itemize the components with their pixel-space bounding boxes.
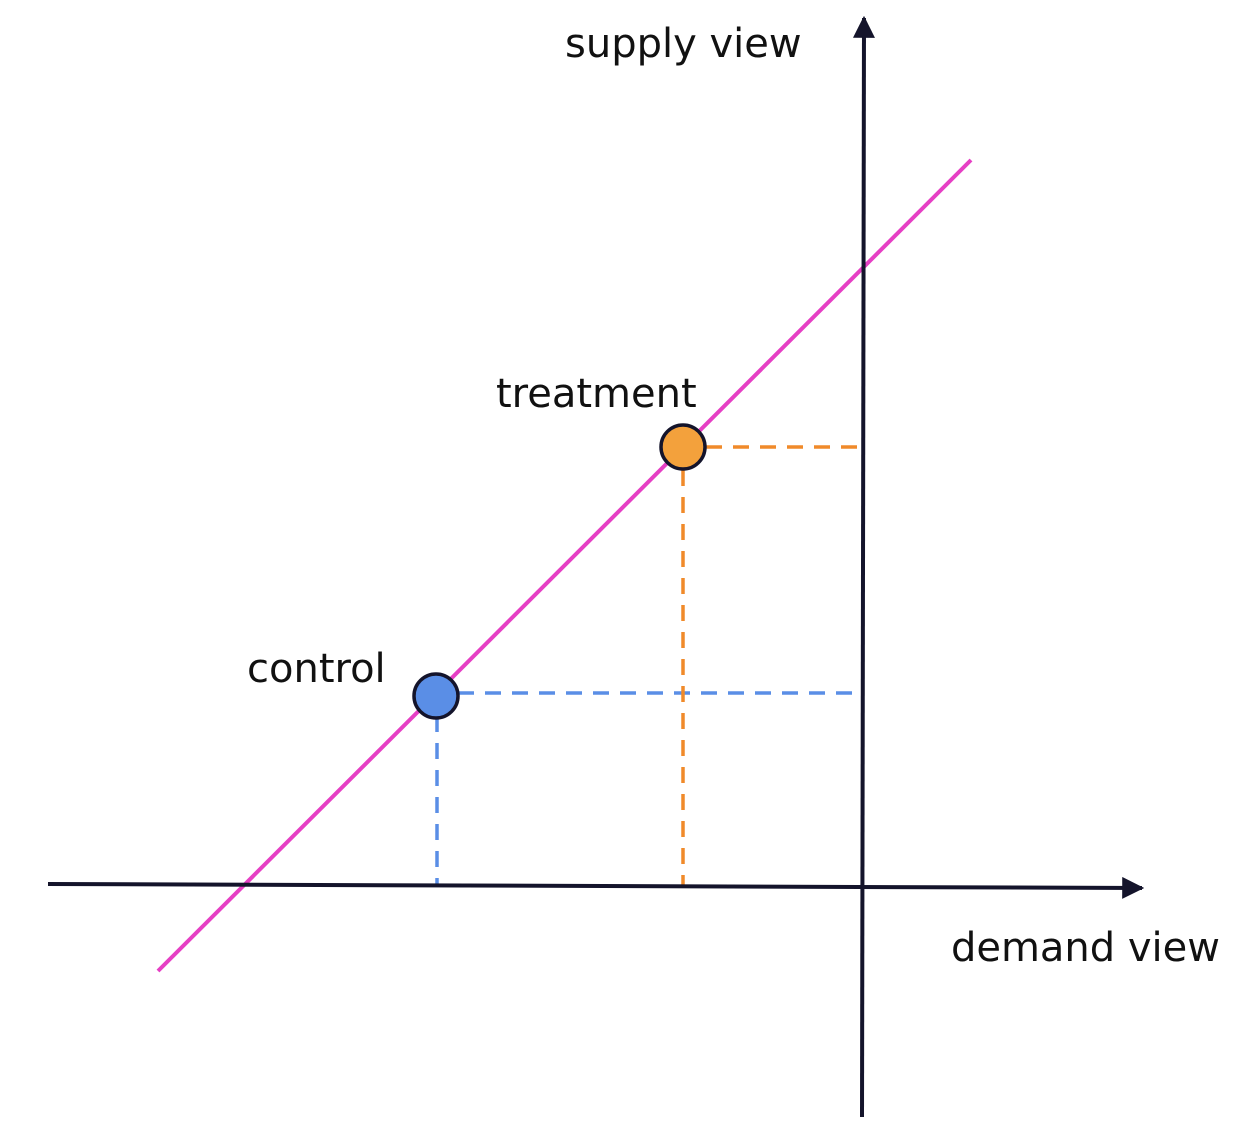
- control-marker: [412, 672, 460, 720]
- y-axis-label: supply view: [565, 21, 802, 67]
- x-axis-label: demand view: [951, 925, 1220, 971]
- treatment-label: treatment: [496, 371, 697, 417]
- y-axis: [852, 15, 875, 1118]
- treatment-marker: [659, 423, 707, 471]
- relationship-line: [156, 158, 973, 973]
- x-axis: [47, 876, 1145, 899]
- control-label: control: [247, 646, 386, 692]
